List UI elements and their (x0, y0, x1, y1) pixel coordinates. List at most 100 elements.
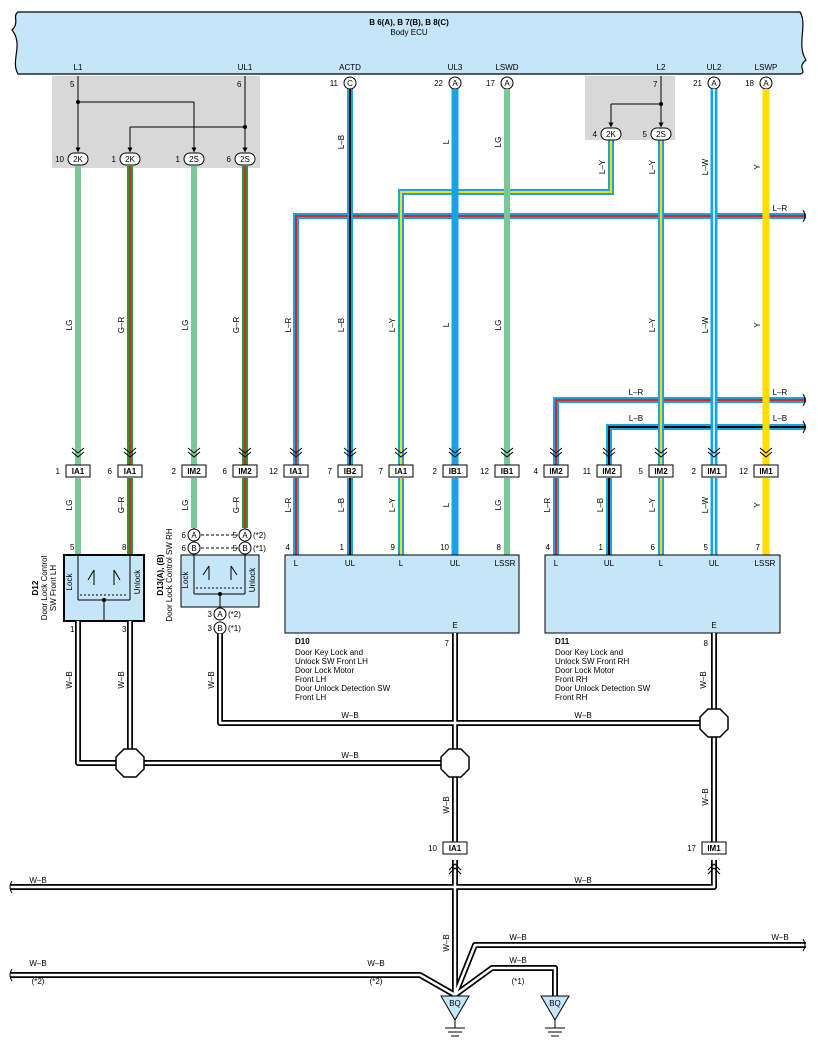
svg-text:IB1: IB1 (501, 467, 514, 476)
junction-left-lines (75, 76, 248, 153)
svg-text:L–Y: L–Y (388, 317, 397, 332)
svg-text:LG: LG (494, 500, 503, 511)
d12-name-2: SW Front LH (49, 565, 58, 611)
svg-text:3: 3 (208, 610, 213, 619)
svg-text:IM1: IM1 (707, 844, 721, 853)
svg-text:(*1): (*1) (512, 977, 525, 986)
svg-text:2K: 2K (125, 155, 135, 164)
ecu-terminal-actd: ACTD (339, 63, 361, 72)
svg-text:G–R: G–R (232, 497, 241, 514)
ground-wire-labels: W–B W–B W–B W–B W–B W–B W–B W–B W–B W–B … (29, 671, 788, 986)
svg-text:A: A (242, 531, 248, 540)
svg-text:W–B: W–B (29, 959, 46, 968)
svg-text:8: 8 (704, 639, 709, 648)
svg-text:12: 12 (269, 467, 278, 476)
svg-text:BQ: BQ (549, 999, 561, 1008)
ecu-terminal-ul3: UL3 (448, 63, 463, 72)
svg-text:L–R: L–R (543, 497, 552, 512)
pin-label: 3 (122, 625, 127, 634)
svg-text:11: 11 (583, 467, 592, 476)
connector-boxes: IA1 1 IA1 6 IM2 2 IM2 6 IA1 12 IB2 7 IA1… (56, 464, 779, 478)
svg-text:B: B (242, 544, 247, 553)
svg-text:Door Lock Motor: Door Lock Motor (555, 666, 614, 675)
svg-text:LSSR: LSSR (755, 559, 776, 568)
svg-text:8: 8 (497, 543, 502, 552)
d13-name: Door Lock Control SW RH (165, 528, 174, 622)
svg-text:A: A (763, 79, 769, 88)
ecu-title: B 6(A), B 7(B), B 8(C) (369, 18, 449, 27)
svg-text:6: 6 (182, 544, 187, 553)
svg-text:Unlock SW Front RH: Unlock SW Front RH (555, 657, 629, 666)
junction-right-lines (608, 76, 664, 128)
svg-text:L–B: L–B (596, 498, 605, 512)
svg-text:Front RH: Front RH (555, 675, 588, 684)
svg-text:IB2: IB2 (344, 467, 357, 476)
body-ecu-box (11, 11, 807, 75)
svg-text:L–B: L–B (629, 414, 643, 423)
svg-text:L–W: L–W (701, 496, 710, 513)
svg-text:2: 2 (172, 467, 177, 476)
svg-text:W–B: W–B (367, 959, 384, 968)
svg-text:(*1): (*1) (253, 544, 266, 553)
d11-terminals: L UL L UL LSSR E 4 1 6 5 7 8 (546, 543, 776, 648)
svg-text:W–B: W–B (509, 933, 526, 942)
svg-text:G–R: G–R (232, 317, 241, 334)
svg-text:L–B: L–B (337, 318, 346, 332)
svg-text:W–B: W–B (442, 796, 451, 813)
svg-text:IM2: IM2 (654, 467, 668, 476)
svg-text:A: A (504, 79, 510, 88)
svg-text:1: 1 (56, 467, 61, 476)
svg-text:Door Key Lock and: Door Key Lock and (295, 648, 363, 657)
svg-text:IM2: IM2 (602, 467, 616, 476)
svg-text:6: 6 (227, 155, 232, 164)
ground-symbol: BQ (440, 995, 470, 1037)
svg-text:2K: 2K (606, 130, 616, 139)
svg-text:3: 3 (208, 624, 213, 633)
svg-text:W–B: W–B (699, 671, 708, 688)
junction-box-left (52, 76, 260, 168)
svg-text:1: 1 (599, 543, 604, 552)
svg-text:(*2): (*2) (370, 977, 383, 986)
svg-text:LG: LG (494, 320, 503, 331)
pin-label: 7 (653, 80, 658, 89)
ground-break-marks (9, 880, 806, 982)
svg-text:5: 5 (639, 467, 644, 476)
ecu-pin-circles: 11 C 22 A 17 A 21 A 18 A (330, 76, 773, 90)
svg-text:7: 7 (379, 467, 384, 476)
svg-text:4: 4 (546, 543, 551, 552)
svg-text:L: L (442, 502, 451, 507)
svg-text:IM2: IM2 (238, 467, 252, 476)
svg-text:(*2): (*2) (228, 610, 241, 619)
svg-text:L: L (659, 559, 664, 568)
svg-text:IA1: IA1 (72, 467, 85, 476)
svg-text:(*2): (*2) (253, 531, 266, 540)
svg-text:L–R: L–R (629, 388, 644, 397)
svg-text:UL: UL (604, 559, 615, 568)
ground-symbol: BQ (540, 995, 570, 1037)
d12-name-1: Door Lock Control (40, 556, 49, 621)
svg-text:5: 5 (643, 130, 648, 139)
svg-text:4: 4 (534, 467, 539, 476)
wire-l-r (553, 397, 806, 555)
d11-id: D11 (555, 637, 570, 646)
svg-text:Front LH: Front LH (295, 675, 326, 684)
svg-text:G–R: G–R (117, 317, 126, 334)
svg-text:W–B: W–B (574, 876, 591, 885)
svg-text:5: 5 (704, 543, 709, 552)
pin-label: 6 (237, 80, 242, 89)
svg-text:B: B (191, 544, 196, 553)
svg-text:IA1: IA1 (395, 467, 408, 476)
ecu-terminal-labels: L1 UL1 ACTD UL3 LSWD L2 UL2 LSWP (74, 63, 778, 72)
svg-text:LG: LG (494, 137, 503, 148)
svg-text:Unlock SW Front LH: Unlock SW Front LH (295, 657, 368, 666)
ground-connector-arrows (448, 863, 721, 875)
ecu-terminal-ul2: UL2 (707, 63, 722, 72)
svg-text:21: 21 (693, 79, 702, 88)
svg-text:W–B: W–B (574, 711, 591, 720)
svg-text:UL: UL (450, 559, 461, 568)
svg-text:IA1: IA1 (290, 467, 303, 476)
svg-text:IM2: IM2 (187, 467, 201, 476)
svg-text:W–B: W–B (341, 711, 358, 720)
svg-text:L: L (294, 559, 299, 568)
svg-text:IA1: IA1 (449, 844, 462, 853)
